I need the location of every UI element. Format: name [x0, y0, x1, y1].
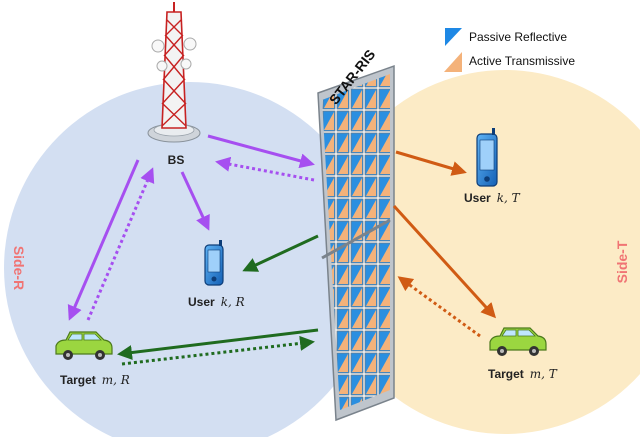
side-t-label: Side-T — [614, 240, 630, 283]
link-bs-to-user-r — [180, 171, 210, 231]
target-t-label: Target m, T — [488, 367, 558, 381]
legend-active-label: Active Transmissive — [469, 54, 575, 68]
user-t-index: k, T — [497, 191, 521, 205]
target-r-prefix: Target — [60, 373, 96, 387]
link-target-r-to-ris-echo — [121, 335, 315, 366]
link-ris-to-user-t — [395, 150, 467, 176]
target-r-index: m, R — [102, 373, 130, 387]
target-r-car-icon — [55, 331, 113, 360]
link-ris-to-target-r — [117, 328, 319, 361]
side-r-label: Side-R — [11, 246, 27, 290]
target-t-index: m, T — [530, 367, 558, 381]
link-target-t-to-ris-echo — [397, 276, 481, 338]
legend-passive-label: Passive Reflective — [469, 30, 567, 44]
legend-active-swatch — [444, 52, 462, 72]
link-ris-to-target-t — [392, 204, 497, 319]
side-t-region — [323, 70, 640, 434]
user-r-label: User k, R — [188, 295, 245, 309]
link-bs-to-target-r — [67, 159, 140, 321]
star-ris-surface — [317, 64, 395, 422]
user-r-phone-icon — [204, 240, 224, 286]
user-t-prefix: User — [464, 191, 491, 205]
link-ris-to-user-r — [242, 234, 319, 272]
target-r-label: Target m, R — [60, 373, 130, 387]
link-bs-to-ris — [207, 134, 315, 169]
user-r-index: k, R — [221, 295, 245, 309]
legend: Passive Reflective Active Transmissive — [444, 28, 575, 72]
legend-passive-swatch — [445, 28, 462, 46]
target-t-prefix: Target — [488, 367, 524, 381]
base-station-tower-icon — [147, 2, 201, 143]
link-ris-to-bs-echo — [215, 156, 315, 182]
links — [67, 134, 497, 366]
user-r-prefix: User — [188, 295, 215, 309]
base-station-label: BS — [168, 153, 185, 167]
user-t-phone-icon — [476, 128, 498, 187]
target-t-car-icon — [489, 327, 547, 356]
user-t-label: User k, T — [464, 191, 521, 205]
